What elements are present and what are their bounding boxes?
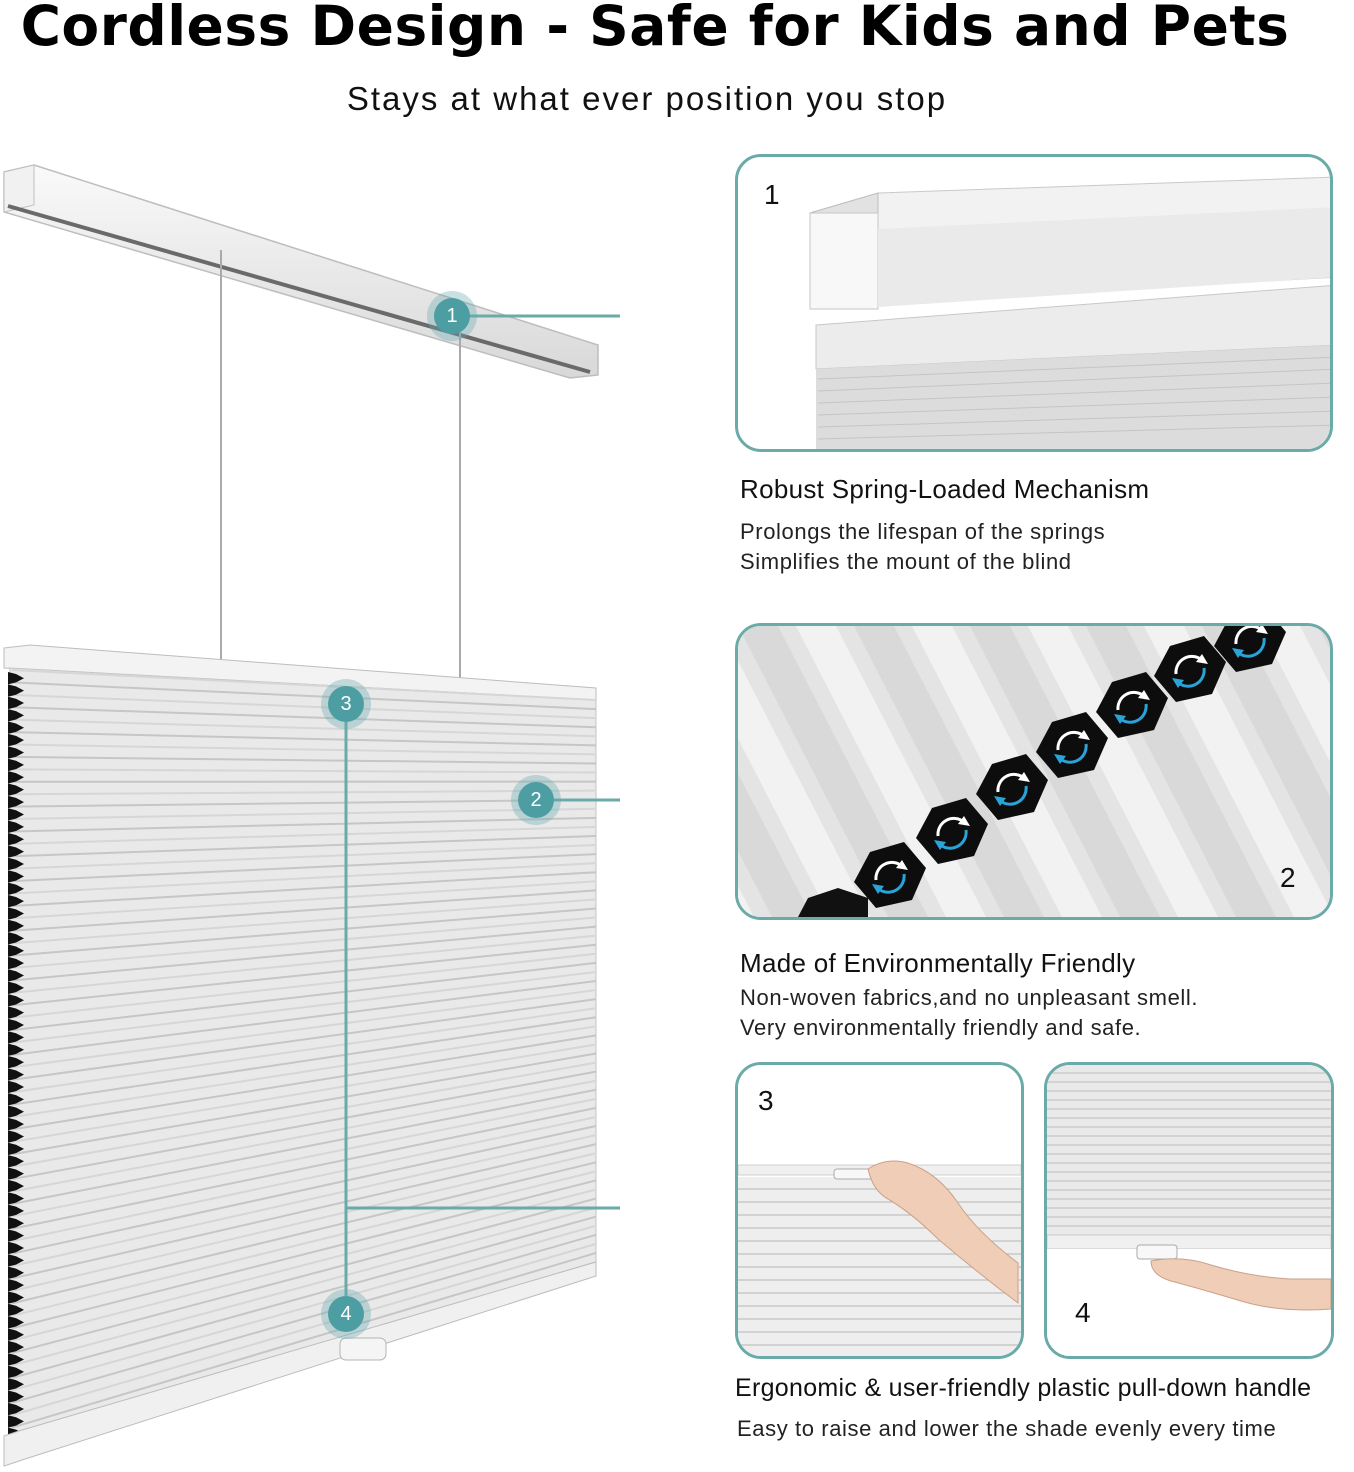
- feature-title-material: Made of Environmentally Friendly: [740, 948, 1136, 978]
- callout-1[interactable]: 1: [434, 298, 470, 334]
- bottom-rail: [3, 1261, 597, 1467]
- rotate-arrows-icon: [1036, 712, 1108, 778]
- rotate-arrows-icon: [854, 842, 926, 908]
- feature-line: Prolongs the lifespan of the springs: [740, 519, 1106, 544]
- callout-4[interactable]: 4: [328, 1296, 364, 1332]
- panel-number-3: 3: [758, 1085, 774, 1116]
- feature-title-mechanism: Robust Spring-Loaded Mechanism: [740, 474, 1150, 504]
- feature-line: Very environmentally friendly and safe.: [740, 1015, 1142, 1040]
- blind-fabric: [8, 667, 597, 1441]
- head-rail: [3, 164, 599, 379]
- pull-handle[interactable]: [339, 1337, 387, 1361]
- rotate-arrows-icon: [916, 798, 988, 864]
- callout-2[interactable]: 2: [518, 782, 554, 818]
- feature-line: Easy to raise and lower the shade evenly…: [737, 1416, 1277, 1441]
- detail-panel-handle-bottom: 4: [1044, 1062, 1334, 1359]
- rotate-arrows-icon: [1214, 626, 1286, 672]
- detail-panel-handle-top: 3: [735, 1062, 1024, 1359]
- panel-number-1: 1: [764, 179, 780, 210]
- feature-title-handle: Ergonomic & user-friendly plastic pull-d…: [735, 1374, 1312, 1402]
- detail-panel-cells: 2: [735, 623, 1333, 920]
- rotate-arrows-icon: [1096, 672, 1168, 738]
- detail-panel-rail: 1: [735, 154, 1333, 452]
- leader-lines: [344, 314, 620, 1314]
- feature-line: Simplifies the mount of the blind: [740, 549, 1072, 574]
- hand-icon: [1150, 1258, 1331, 1311]
- callout-3[interactable]: 3: [328, 686, 364, 722]
- rotate-arrows-icon: [1154, 636, 1226, 702]
- hand-icon: [867, 1160, 1019, 1305]
- panel-number-2: 2: [1280, 862, 1296, 893]
- page-title: Cordless Design - Safe for Kids and Pets: [20, 0, 1290, 58]
- rotate-arrows-icon: [976, 754, 1048, 820]
- page-subtitle: Stays at what ever position you stop: [346, 80, 948, 117]
- top-rail: [3, 644, 597, 701]
- blind-illustration: [3, 164, 620, 1467]
- feature-line: Non-woven fabrics,and no unpleasant smel…: [740, 985, 1199, 1010]
- panel-number-4: 4: [1075, 1297, 1091, 1328]
